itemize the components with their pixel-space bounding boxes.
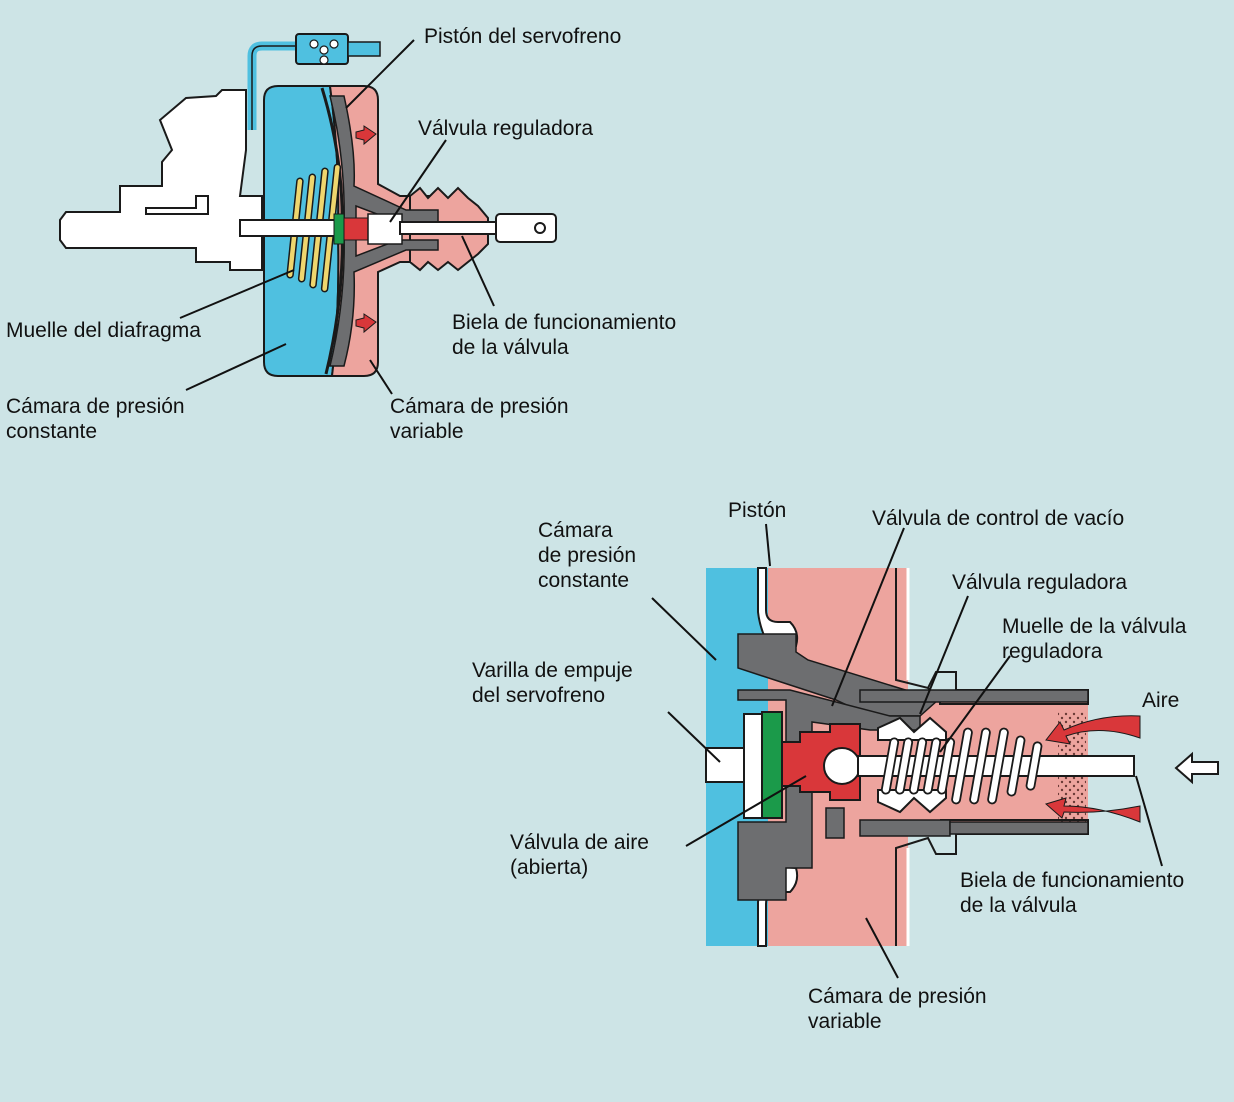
label-line: variable: [808, 1010, 882, 1033]
label-constant-chamber-top: Cámara de presión constante: [6, 394, 185, 444]
label-line: Muelle de la válvula: [1002, 615, 1187, 638]
label-line: constante: [538, 569, 630, 592]
detail-return-spring: [951, 727, 1043, 805]
label-line: reguladora: [1002, 640, 1103, 663]
label-diaphragm-spring: Muelle del diafragma: [6, 319, 201, 342]
label-line: Cámara de presión: [390, 395, 569, 418]
top-push-rod: [239, 219, 341, 237]
label-push-rod: Varilla de empuje del servofreno: [472, 658, 633, 708]
detail-leader-lines: [651, 523, 1163, 979]
detail-valve-ball: [823, 747, 861, 785]
label-valve-rod-detail: Biela de funcionamiento de la válvula: [960, 868, 1184, 918]
label-line: Varilla de empuje: [472, 659, 633, 682]
label-line: de la válvula: [960, 894, 1077, 917]
label-air-valve-open: Válvula de aire (abierta): [510, 830, 649, 880]
label-regulating-valve-top: Válvula reguladora: [418, 117, 594, 140]
master-cylinder-body: [59, 89, 263, 271]
label-regulating-valve-spring: Muelle de la válvula reguladora: [1002, 614, 1186, 664]
check-valve-outlet: [347, 41, 381, 57]
detail-regulating-valve-upper: [877, 716, 947, 741]
top-leader-lines: [179, 39, 495, 395]
detail-piston-tail-lower: [949, 821, 1089, 835]
label-regulating-valve-detail: Válvula reguladora: [952, 571, 1128, 594]
label-air: Aire: [1142, 689, 1180, 712]
master-cylinder-detail: [145, 195, 209, 215]
label-piston-detail: Pistón: [728, 499, 787, 522]
push-direction-arrow: [1174, 751, 1219, 785]
detail-piston-sleeve: [859, 819, 951, 837]
label-line: Cámara de presión: [6, 395, 185, 418]
vacuum-pipe-outline: [251, 45, 296, 130]
detail-piston-tail: [859, 689, 1089, 703]
label-line: Válvula de aire: [510, 831, 649, 854]
label-line: (abierta): [510, 856, 589, 879]
label-line: Cámara: [538, 519, 613, 542]
top-clevis: [495, 213, 557, 243]
air-arrow-upper: [1045, 715, 1141, 745]
top-booster-view: [59, 33, 557, 377]
top-valve-rod: [399, 221, 497, 235]
label-line: de la válvula: [452, 336, 569, 359]
detail-diaphragm-upper: [757, 567, 799, 650]
top-red-arrow-lower: [355, 313, 377, 334]
label-variable-chamber-top: Cámara de presión variable: [390, 394, 569, 444]
label-line: Cámara de presión: [808, 985, 987, 1008]
air-arrow-lower: [1044, 797, 1141, 823]
detail-piston-block: [825, 807, 845, 839]
label-line: de presión: [538, 544, 637, 567]
label-valve-rod-top: Biela de funcionamiento de la válvula: [452, 310, 676, 360]
label-constant-chamber-detail: Cámara de presión constante: [538, 518, 636, 593]
top-regulating-valve: [367, 213, 403, 245]
detail-reaction-disc: [761, 711, 783, 819]
label-line: Biela de funcionamiento: [452, 311, 677, 334]
label-booster-piston: Pistón del servofreno: [424, 25, 622, 48]
label-line: del servofreno: [472, 684, 606, 707]
label-line: Biela de funcionamiento: [960, 869, 1185, 892]
top-air-valve: [343, 217, 369, 241]
label-variable-chamber-detail: Cámara de presión variable: [808, 984, 987, 1034]
top-red-arrow-upper: [355, 125, 377, 146]
top-reaction-disc: [333, 213, 345, 245]
label-vacuum-control-valve: Válvula de control de vacío: [872, 507, 1125, 530]
label-line: constante: [6, 420, 98, 443]
label-line: variable: [390, 420, 464, 443]
